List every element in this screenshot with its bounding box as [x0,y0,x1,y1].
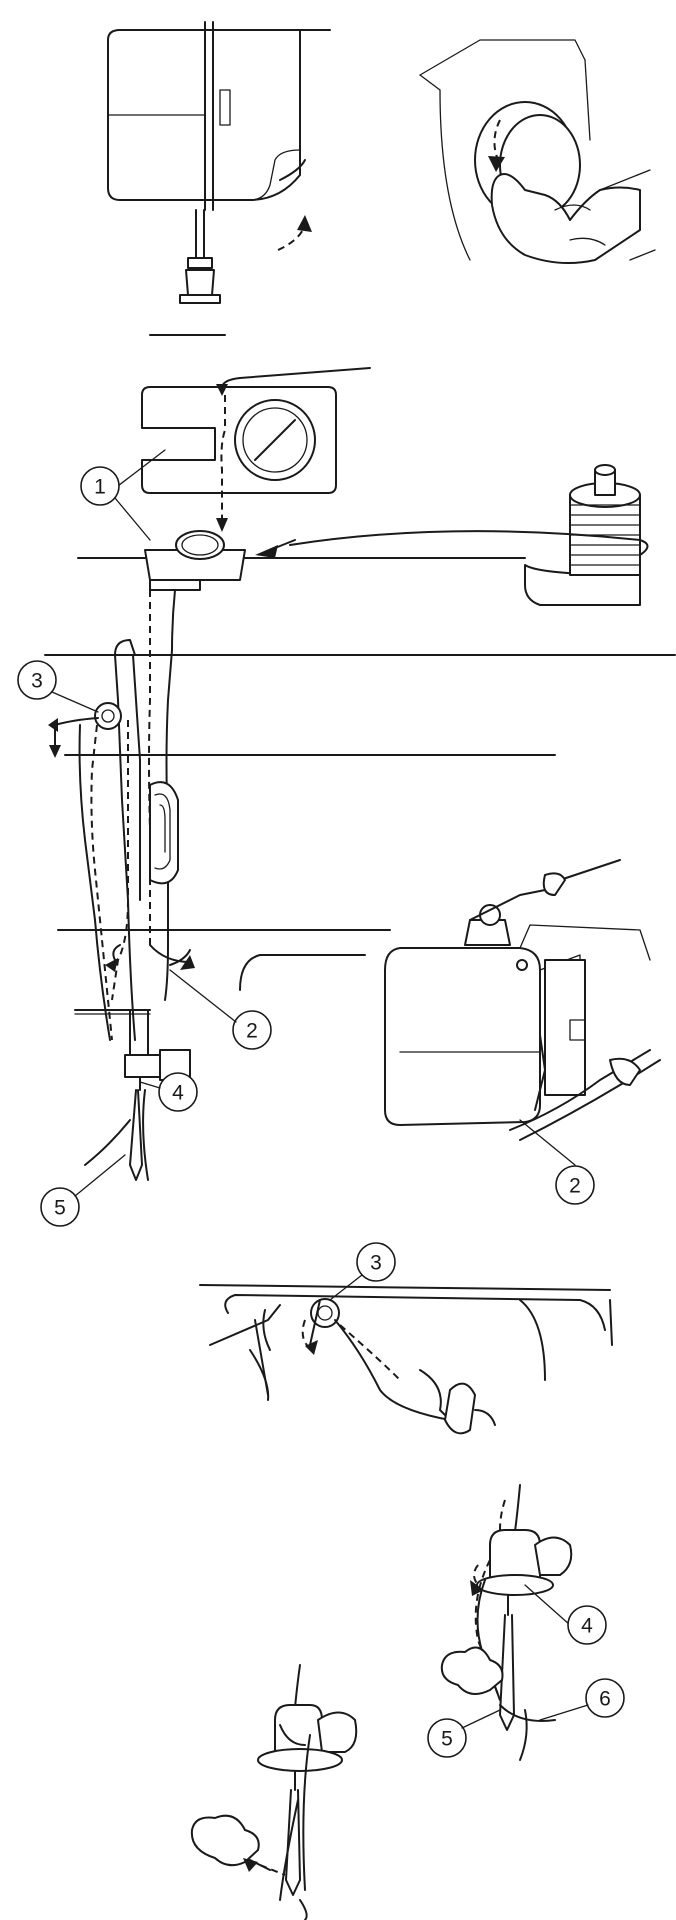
callout-5-detail: 5 [427,1718,467,1758]
callout-3-detail: 3 [356,1242,396,1282]
handwheel-panel [419,39,656,264]
svg-text:5: 5 [441,1728,453,1751]
svg-text:3: 3 [31,670,43,693]
leader-3 [51,691,99,713]
callout-1: 1 [80,466,120,506]
callout-3: 3 [17,660,57,700]
leader-4b [524,1584,571,1626]
thread-guide-3-detail [199,1284,613,1435]
callout-5-left: 5 [40,1187,80,1227]
needle-threading-final [190,1664,358,1920]
svg-text:4: 4 [172,1082,184,1105]
machine-head-panel [107,21,331,336]
svg-text:3: 3 [370,1252,382,1275]
leader-2 [169,969,237,1023]
needle-bar [84,1009,191,1181]
callout-4-detail: 4 [567,1605,607,1645]
svg-text:5: 5 [54,1197,66,1220]
svg-text:1: 1 [94,476,106,499]
thread-guide-inset [141,367,371,532]
callout-4-left: 4 [158,1072,198,1112]
thread-guide-assembly [77,530,526,591]
take-up-lever [48,639,366,1041]
machine-body-edges [44,654,676,1015]
callout-2-left: 2 [232,1010,272,1050]
threading-lever-closeup [384,859,661,1166]
leader-4 [139,1081,161,1089]
leader-3b [329,1274,363,1301]
needle-bar-guide-detail [440,1484,573,1761]
leader-6 [539,1704,589,1721]
svg-text:2: 2 [246,1020,258,1043]
callout-2-right: 2 [555,1165,595,1205]
svg-text:6: 6 [599,1688,611,1711]
callout-6: 6 [585,1678,625,1718]
leader-5 [74,1154,126,1197]
leader-5b [461,1709,501,1729]
leader-1 [109,491,151,541]
svg-text:2: 2 [569,1175,581,1198]
svg-text:4: 4 [581,1615,593,1638]
thread-spool [289,464,649,606]
